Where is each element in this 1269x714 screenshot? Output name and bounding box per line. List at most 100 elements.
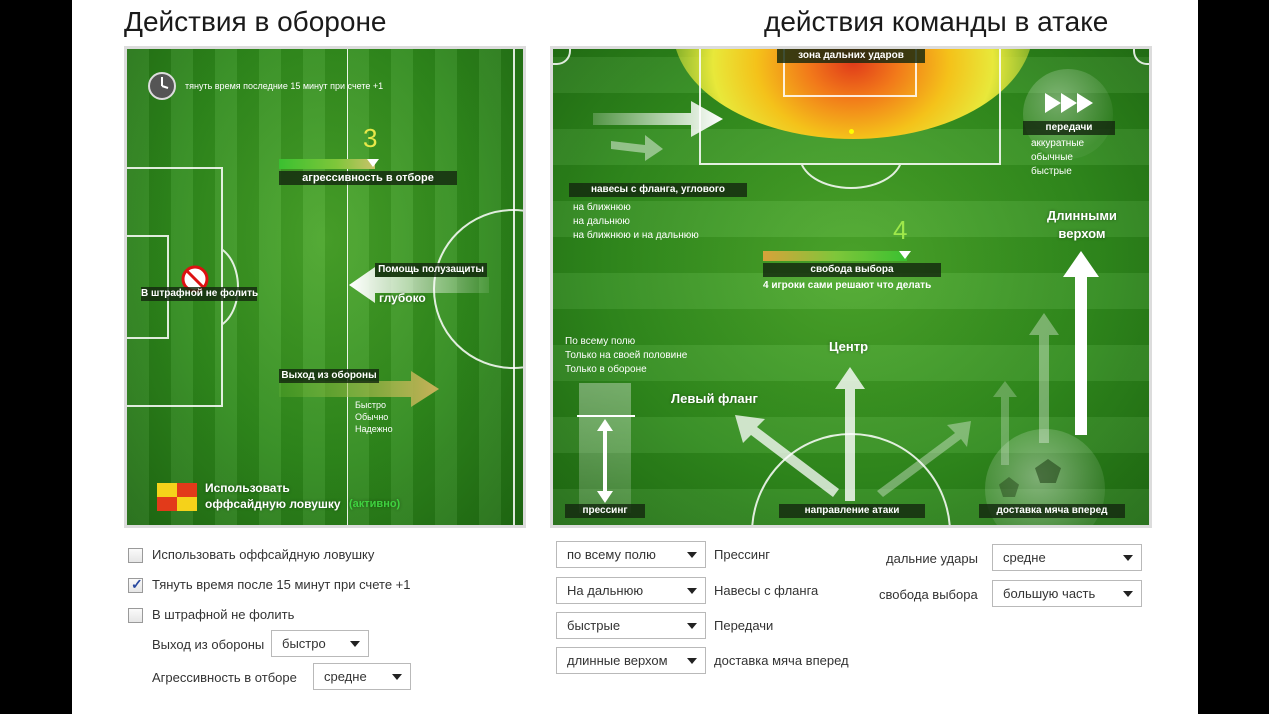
exit-option: Обычно <box>355 412 389 422</box>
double-arrow-icon <box>597 419 613 503</box>
delivery-select-label: доставка мяча вперед <box>714 653 849 668</box>
freedom-meter <box>763 251 907 261</box>
pressing-select-value: по всему полю <box>567 547 656 562</box>
time-wasting-checkbox[interactable] <box>128 576 143 593</box>
crosses-options: на ближнюю на дальнюю на ближнюю и на да… <box>573 201 699 243</box>
crosses-option: на ближнюю и на дальнюю <box>573 230 699 241</box>
no-foul-label: В штрафной не фолить <box>152 607 295 622</box>
attack-title: действия команды в атаке <box>764 6 1109 37</box>
no-foul-label: В штрафной не фолить <box>141 287 259 301</box>
offside-line2: оффсайдную ловушку <box>205 497 341 511</box>
aggression-select-label: Агрессивность в отборе <box>152 670 297 685</box>
chevron-down-icon <box>687 658 697 664</box>
time-wasting-text: тянуть время последние 15 минут при счет… <box>185 81 384 91</box>
freedom-select-label: свобода выбора <box>879 587 978 602</box>
aggression-meter <box>279 159 375 169</box>
defense-line-marker <box>347 49 348 525</box>
long-shots-select[interactable]: средне <box>992 544 1142 571</box>
corner-arc <box>553 49 571 65</box>
freedom-select-value: большую часть <box>1003 586 1096 601</box>
freedom-select[interactable]: большую часть <box>992 580 1142 607</box>
aggression-select[interactable]: средне <box>313 663 411 690</box>
pressing-top-line <box>577 415 635 417</box>
passes-label: передачи <box>1023 121 1115 135</box>
pressing-option: По всему полю <box>565 336 636 347</box>
defense-pitch: тянуть время последние 15 минут при счет… <box>124 46 526 528</box>
aggression-select-value: средне <box>324 669 367 684</box>
pressing-options: По всему полю Только на своей половине Т… <box>565 335 687 377</box>
diagonal-right-arrow-icon <box>877 421 971 497</box>
long-high-line: Длинными <box>1047 208 1117 223</box>
chevron-down-icon <box>1123 591 1133 597</box>
chevron-down-icon <box>687 588 697 594</box>
defense-title: Действия в обороне <box>124 6 387 37</box>
offside-line1: Использовать <box>205 481 290 495</box>
pressing-select[interactable]: по всему полю <box>556 541 706 568</box>
corner-arc <box>1133 49 1149 65</box>
exit-select-label: Выход из обороны <box>152 637 265 652</box>
no-foul-checkbox[interactable] <box>128 608 143 623</box>
halfback-help-value: глубоко <box>379 291 426 305</box>
chevron-down-icon <box>1123 555 1133 561</box>
exit-option: Быстро <box>355 400 387 410</box>
chevron-down-icon <box>687 623 697 629</box>
pressing-option: Только на своей половине <box>565 350 688 361</box>
penalty-spot <box>849 129 854 134</box>
crosses-select-label: Навесы с фланга <box>714 583 819 598</box>
passes-select-label: Передачи <box>714 618 774 633</box>
attack-direction-label: направление атаки <box>779 504 925 518</box>
passes-select-value: быстрые <box>567 618 621 633</box>
crosses-option: на ближнюю <box>573 202 631 213</box>
long-high-text: Длинными верхом <box>1047 207 1117 243</box>
passes-option: аккуратные <box>1031 138 1085 149</box>
passes-option: быстрые <box>1031 166 1072 177</box>
freedom-pointer-icon <box>899 251 911 259</box>
pressing-option: Только в обороне <box>565 364 647 375</box>
offside-flag-icon <box>157 483 197 511</box>
right-arrow-icon <box>279 371 439 407</box>
passes-select[interactable]: быстрые <box>556 612 706 639</box>
crosses-select[interactable]: На дальнюю <box>556 577 706 604</box>
chevron-down-icon <box>392 674 402 680</box>
crosses-label: навесы с фланга, углового <box>569 183 747 197</box>
exit-select[interactable]: быстро <box>271 630 369 657</box>
aggression-pointer-icon <box>367 159 379 167</box>
short-arrow-icon <box>611 131 663 161</box>
pressing-label: прессинг <box>565 504 645 518</box>
clock-icon <box>147 71 177 101</box>
football-icon <box>1023 69 1113 159</box>
chevron-down-icon <box>350 641 360 647</box>
exit-option: Надежно <box>355 424 393 434</box>
freedom-number: 4 <box>893 215 908 245</box>
chevron-down-icon <box>687 552 697 558</box>
diagonal-arrow-icon <box>735 415 839 497</box>
center-up-arrow-icon <box>835 367 865 501</box>
center-label: Центр <box>829 339 869 354</box>
halfback-help-label: Помощь полузащиты <box>375 263 487 277</box>
offside-trap-label: Использовать оффсайдную ловушку <box>152 547 375 562</box>
offside-trap-checkbox[interactable] <box>128 548 143 563</box>
freedom-label: свобода выбора <box>763 263 941 277</box>
exit-label: Выход из обороны <box>279 369 379 383</box>
fast-forward-icon <box>1045 93 1095 113</box>
aggression-label: агрессивность в отборе <box>279 171 457 185</box>
exit-select-value: быстро <box>282 636 326 651</box>
crosses-option: на дальнюю <box>573 216 630 227</box>
long-shots-zone-label: зона дальних ударов <box>777 49 925 63</box>
faint-up-arrow-icon <box>993 381 1017 465</box>
delivery-select[interactable]: длинные верхом <box>556 647 706 674</box>
delivery-select-value: длинные верхом <box>567 653 668 668</box>
long-shots-select-value: средне <box>1003 550 1046 565</box>
time-wasting-label: Тянуть время после 15 минут при счете +1 <box>152 577 411 592</box>
cross-arrow-icon <box>593 97 723 141</box>
freedom-desc: 4 игроки сами решают что делать <box>763 280 932 291</box>
goal-area <box>783 49 917 97</box>
exit-options: Быстро Обычно Надежно <box>355 399 393 435</box>
passes-options: аккуратные обычные быстрые <box>1031 137 1084 179</box>
up-arrow-icon <box>1063 251 1099 435</box>
halfway-line <box>513 49 515 525</box>
attack-pitch: зона дальних ударов передачи аккуратные … <box>550 46 1152 528</box>
faint-up-arrow-icon <box>1029 313 1059 443</box>
aggression-number: 3 <box>363 123 378 153</box>
ball-delivery-label: доставка мяча вперед <box>979 504 1125 518</box>
